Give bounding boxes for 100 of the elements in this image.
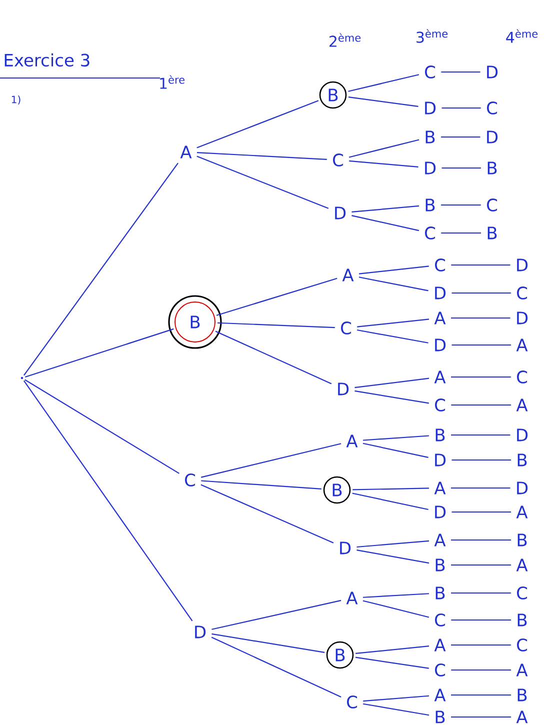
- branch-line: [362, 435, 429, 441]
- letter: B: [518, 454, 527, 466]
- branch-line: [442, 167, 481, 169]
- letter: A: [346, 592, 358, 604]
- letter: C: [185, 474, 195, 486]
- branch-line: [352, 215, 420, 232]
- letter: A: [342, 268, 354, 282]
- branch-line: [451, 564, 511, 566]
- branch-line: [352, 492, 428, 510]
- letter: D: [487, 130, 498, 144]
- letter: A: [516, 710, 528, 724]
- branch-line: [357, 318, 430, 328]
- branch-line: [212, 633, 325, 653]
- letter: C: [435, 614, 445, 626]
- letter: C: [517, 586, 527, 600]
- letter: A: [516, 398, 528, 412]
- branch-line: [451, 644, 511, 646]
- branch-line: [215, 330, 332, 384]
- branch-line: [196, 152, 327, 160]
- branch-line: [24, 379, 180, 474]
- circled-letter: B: [326, 641, 354, 669]
- branch-line: [216, 278, 338, 316]
- letter: D: [517, 482, 528, 494]
- letter: C: [487, 102, 497, 114]
- letter: B: [426, 130, 435, 144]
- column-header: 4$^{ème}$: [506, 29, 538, 43]
- branch-line: [354, 378, 430, 388]
- circled-letter: B: [168, 295, 222, 349]
- branch-point: [20, 376, 24, 380]
- branch-line: [451, 317, 510, 319]
- branch-line: [451, 716, 511, 718]
- letter: B: [488, 162, 497, 174]
- branch-line: [451, 669, 511, 671]
- branch-line: [452, 292, 511, 294]
- letter: D: [517, 428, 528, 442]
- letter: D: [517, 258, 528, 272]
- branch-line: [451, 592, 511, 594]
- letter: C: [435, 664, 445, 676]
- branch-line: [451, 694, 511, 696]
- branch-line: [442, 107, 481, 109]
- branch-line: [362, 600, 430, 618]
- branch-line: [354, 390, 429, 404]
- column-header: 1$^{ère}$: [160, 75, 184, 89]
- letter: A: [516, 664, 528, 676]
- letter: D: [517, 312, 528, 324]
- branch-line: [451, 264, 510, 266]
- branch-line: [363, 703, 430, 716]
- branch-line: [451, 434, 510, 436]
- letter: B: [518, 534, 527, 546]
- branch-line: [23, 380, 193, 622]
- letter: B: [488, 226, 497, 240]
- letter: C: [517, 638, 527, 652]
- letter: A: [180, 146, 192, 158]
- branch-line: [349, 160, 418, 168]
- letter: A: [434, 688, 446, 702]
- branch-line: [200, 443, 342, 478]
- letter: A: [434, 638, 446, 652]
- letter: A: [434, 534, 446, 546]
- letter: C: [435, 398, 445, 412]
- branch-line: [355, 656, 429, 669]
- letter: D: [435, 506, 446, 518]
- circled-letter: B: [319, 81, 347, 109]
- letter: C: [333, 154, 343, 166]
- branch-line: [201, 480, 322, 490]
- branch-line: [352, 205, 420, 212]
- letter: C: [487, 198, 497, 212]
- letter: C: [425, 66, 435, 78]
- branch-line: [452, 459, 511, 461]
- letter: B: [518, 614, 527, 626]
- branch-line: [348, 96, 418, 107]
- letter: D: [195, 626, 206, 638]
- letter: C: [425, 226, 435, 240]
- branch-line: [348, 139, 420, 158]
- branch-line: [362, 442, 428, 458]
- letter: A: [516, 558, 528, 572]
- letter: D: [435, 286, 446, 300]
- branch-line: [356, 550, 430, 564]
- branch-line: [451, 376, 511, 378]
- branch-line: [358, 266, 429, 274]
- branch-line: [211, 636, 342, 698]
- branch-line: [196, 100, 319, 148]
- branch-line: [441, 204, 481, 206]
- branch-line: [217, 322, 335, 328]
- letter: B: [436, 558, 445, 572]
- branch-line: [356, 646, 430, 654]
- branch-line: [451, 539, 511, 541]
- branch-line: [200, 484, 334, 544]
- branch-line: [212, 600, 342, 630]
- branch-line: [451, 404, 511, 406]
- branch-line: [24, 162, 178, 376]
- letter: C: [517, 370, 527, 384]
- letter: C: [347, 696, 357, 708]
- branch-line: [348, 74, 420, 92]
- letter: B: [518, 688, 527, 702]
- letter: A: [516, 338, 528, 352]
- letter: D: [435, 454, 446, 466]
- letter: B: [436, 710, 445, 724]
- branch-line: [452, 511, 511, 513]
- heading: Exercice 3: [0, 53, 160, 78]
- letter: A: [434, 482, 446, 494]
